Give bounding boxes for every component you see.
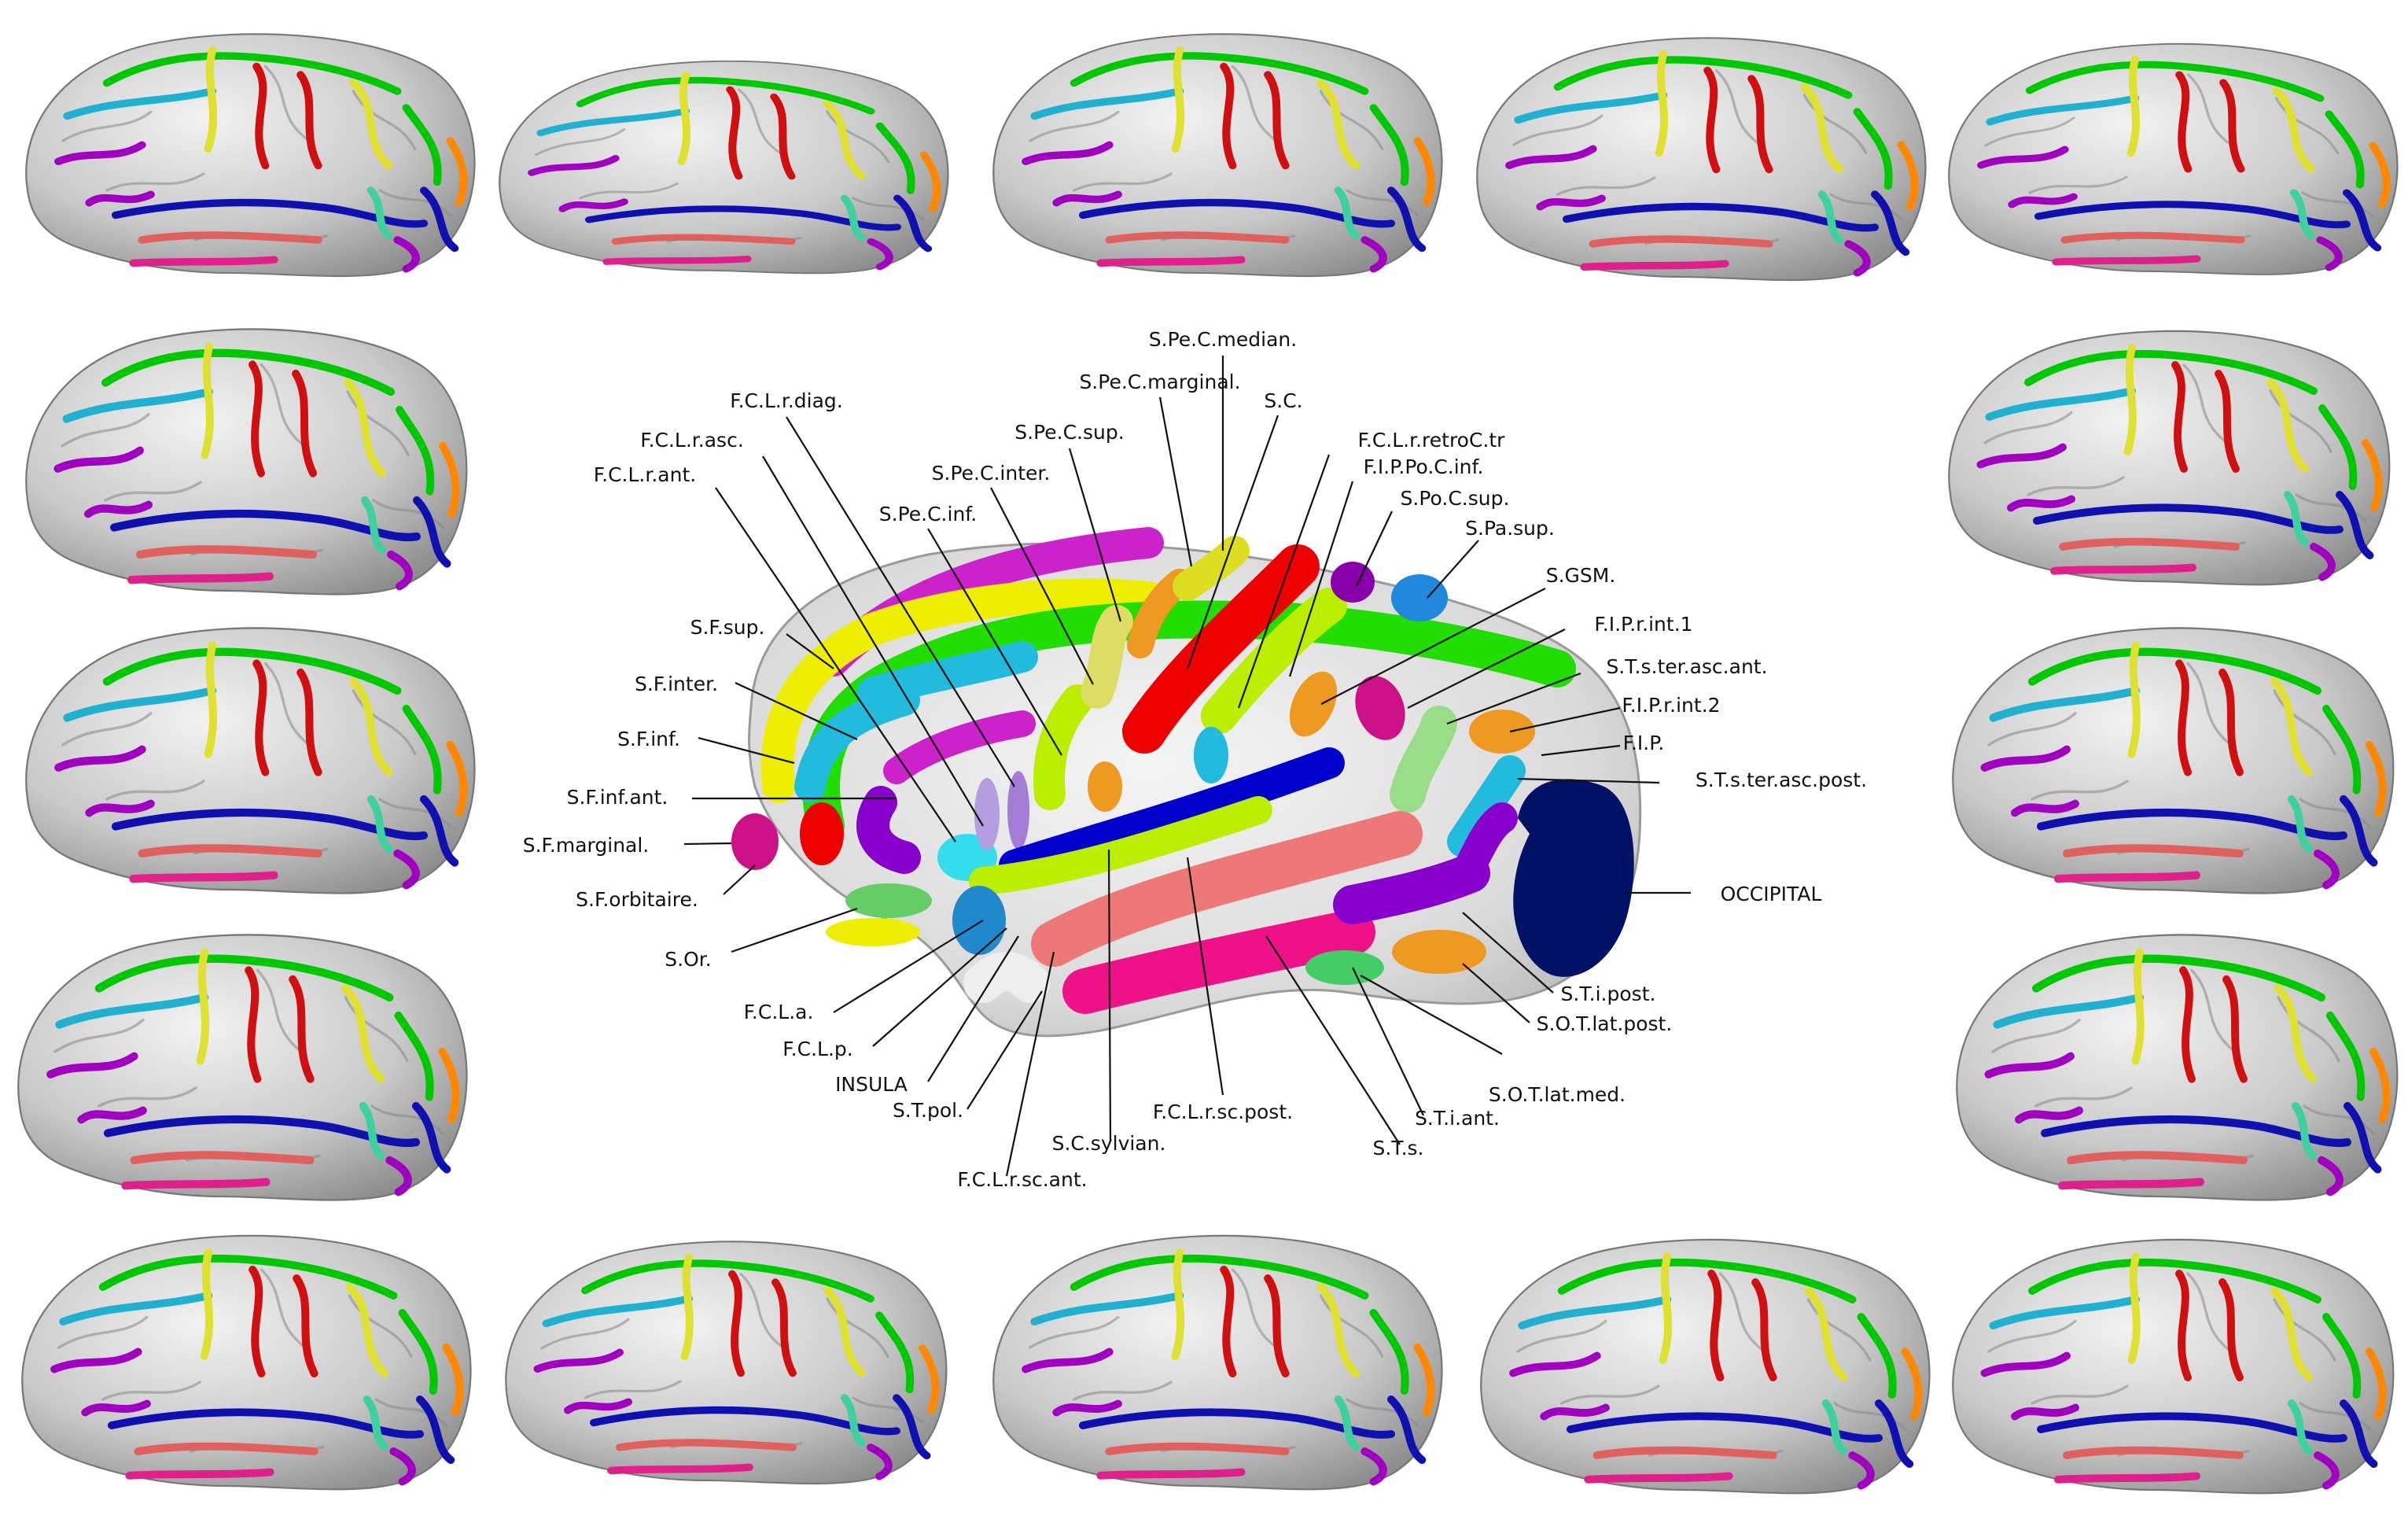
brain-render-panel — [18, 935, 466, 1200]
label-s-c-sylvian: S.C.sylvian. — [1052, 1132, 1166, 1155]
central-sulci-model — [731, 527, 1642, 1038]
label-s-pe-c-sup: S.Pe.C.sup. — [1014, 421, 1124, 444]
label-insula: INSULA — [835, 1073, 908, 1096]
label-f-i-p-r-int-1: F.I.P.r.int.1 — [1594, 613, 1692, 636]
brain-render-panel — [1949, 44, 2397, 275]
brain-render-panel — [1953, 628, 2393, 893]
brain-render-panel — [993, 34, 1441, 276]
brain-render-panel — [1477, 38, 1925, 280]
label-s-f-inter: S.F.inter. — [635, 673, 718, 695]
label-s-t-s: S.T.s. — [1372, 1137, 1423, 1160]
label-f-i-p-po-c-inf: F.I.P.Po.C.inf. — [1364, 455, 1484, 478]
label-s-pe-c-inf: S.Pe.C.inf. — [879, 503, 977, 525]
label-s-f-orbitaire: S.F.orbitaire. — [576, 888, 698, 911]
brain-render-panel — [22, 1236, 470, 1489]
brain-render-panel — [26, 628, 474, 893]
label-s-pa-sup: S.Pa.sup. — [1465, 517, 1555, 540]
label-s-t-s-ter-asc-post: S.T.s.ter.asc.post. — [1696, 769, 1867, 791]
brain-render-panel — [499, 61, 948, 274]
sulcus-labels: S.Pe.C.median. F.C.L.r.diag. S.Pe.C.marg… — [523, 328, 1867, 1191]
brain-render-panel — [26, 34, 474, 276]
label-s-pe-c-marginal: S.Pe.C.marginal. — [1079, 371, 1240, 393]
label-f-c-l-r-sc-ant: F.C.L.r.sc.ant. — [957, 1168, 1087, 1191]
label-f-i-p: F.I.P. — [1623, 732, 1665, 754]
label-s-gsm: S.GSM. — [1546, 564, 1616, 587]
label-s-po-c-sup: S.Po.C.sup. — [1401, 487, 1510, 510]
label-occipital: OCCIPITAL — [1721, 883, 1822, 905]
label-f-c-l-a: F.C.L.a. — [744, 1001, 814, 1023]
leader-lines — [683, 356, 1691, 1177]
label-s-o-t-lat-post: S.O.T.lat.post. — [1537, 1012, 1673, 1035]
label-s-t-pol: S.T.pol. — [893, 1099, 963, 1122]
label-f-c-l-r-asc: F.C.L.r.asc. — [640, 429, 744, 452]
label-s-t-s-ter-asc-ant: S.T.s.ter.asc.ant. — [1606, 655, 1767, 678]
label-s-f-marginal: S.F.marginal. — [523, 834, 650, 857]
label-s-pe-c-inter: S.Pe.C.inter. — [932, 462, 1051, 485]
label-s-or: S.Or. — [665, 948, 711, 971]
label-f-c-l-r-ant: F.C.L.r.ant. — [594, 463, 696, 486]
label-s-f-sup: S.F.sup. — [690, 616, 765, 639]
label-f-c-l-r-diag: F.C.L.r.diag. — [730, 389, 842, 412]
label-f-c-l-r-retroc-tr: F.C.L.r.retroC.tr — [1358, 429, 1506, 452]
brain-render-panel — [506, 1241, 946, 1484]
brain-render-panel — [1957, 935, 2397, 1200]
label-s-f-inf-ant: S.F.inf.ant. — [567, 786, 668, 809]
label-f-i-p-r-int-2: F.I.P.r.int.2 — [1622, 694, 1720, 717]
brain-render-panel — [1953, 1240, 2393, 1493]
brain-render-panel — [1481, 1240, 1929, 1493]
label-s-pe-c-median: S.Pe.C.median. — [1149, 328, 1297, 351]
label-s-c: S.C. — [1264, 389, 1302, 412]
label-s-t-i-ant: S.T.i.ant. — [1415, 1107, 1500, 1130]
label-s-f-inf: S.F.inf. — [617, 728, 680, 750]
brain-render-panel — [1949, 331, 2389, 584]
brain-render-panel — [993, 1236, 1441, 1489]
label-f-c-l-r-sc-post: F.C.L.r.sc.post. — [1153, 1101, 1293, 1123]
brain-render-panel — [26, 329, 466, 594]
label-s-t-i-post: S.T.i.post. — [1561, 983, 1656, 1005]
label-s-o-t-lat-med: S.O.T.lat.med. — [1489, 1083, 1626, 1106]
label-f-c-l-p: F.C.L.p. — [782, 1038, 852, 1060]
